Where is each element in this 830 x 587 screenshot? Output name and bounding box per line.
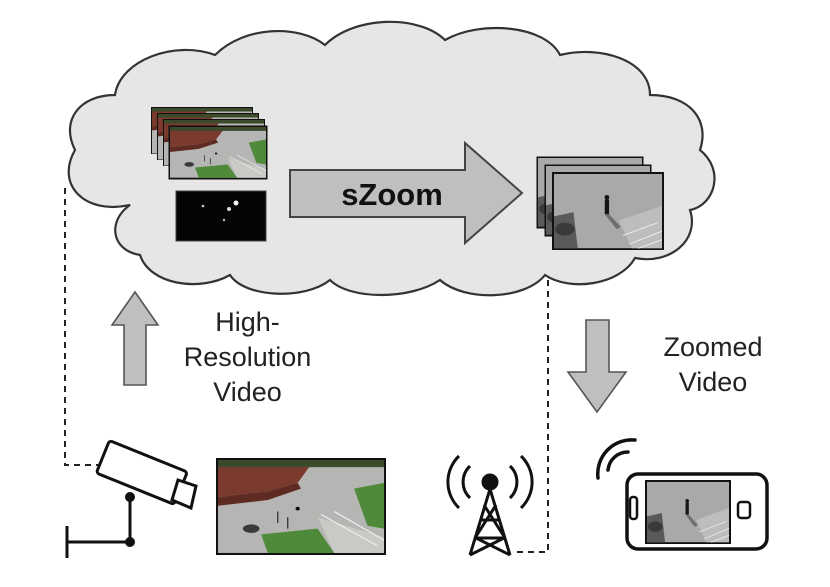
wireless-signal-icon bbox=[596, 438, 637, 480]
zoomed-frame-stack bbox=[536, 156, 664, 250]
dashed-link-camera-cloud bbox=[64, 188, 100, 466]
download-arrow bbox=[566, 319, 628, 414]
cell-tower-icon bbox=[446, 454, 534, 557]
upload-video-label: High- Resolution Video bbox=[183, 307, 312, 407]
dashed-link-cloud-tower bbox=[515, 280, 549, 553]
szoom-process-arrow bbox=[289, 140, 524, 246]
smartphone-icon bbox=[625, 472, 769, 551]
high-res-frame-stack bbox=[151, 107, 268, 180]
security-camera-icon bbox=[65, 439, 198, 558]
upload-arrow bbox=[110, 290, 160, 386]
raw-video-thumbnail bbox=[216, 458, 386, 555]
szoom-label: sZoom bbox=[341, 177, 443, 212]
motion-mask-frame bbox=[175, 190, 267, 242]
zoomed-video-label: Zoomed Video bbox=[663, 332, 763, 397]
